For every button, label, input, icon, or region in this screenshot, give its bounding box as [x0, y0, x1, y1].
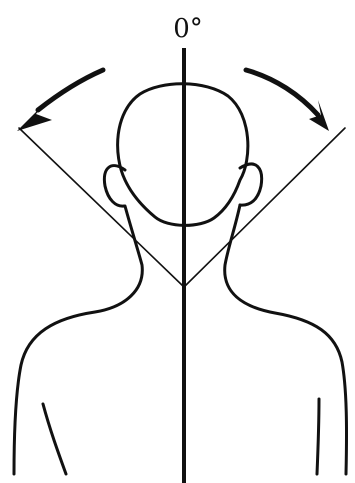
left-arm-line	[43, 404, 66, 474]
left-arrowhead-icon	[17, 103, 52, 131]
right-rotation-arrow	[246, 70, 318, 115]
right-arm-line	[317, 399, 319, 474]
left-rotation-line	[19, 128, 184, 287]
right-neck-shoulder-outline	[225, 205, 347, 474]
left-rotation-arrow	[38, 70, 103, 110]
zero-degree-label: 0°	[173, 14, 203, 44]
right-rotation-line	[184, 128, 345, 287]
left-neck-shoulder-outline	[14, 206, 142, 474]
